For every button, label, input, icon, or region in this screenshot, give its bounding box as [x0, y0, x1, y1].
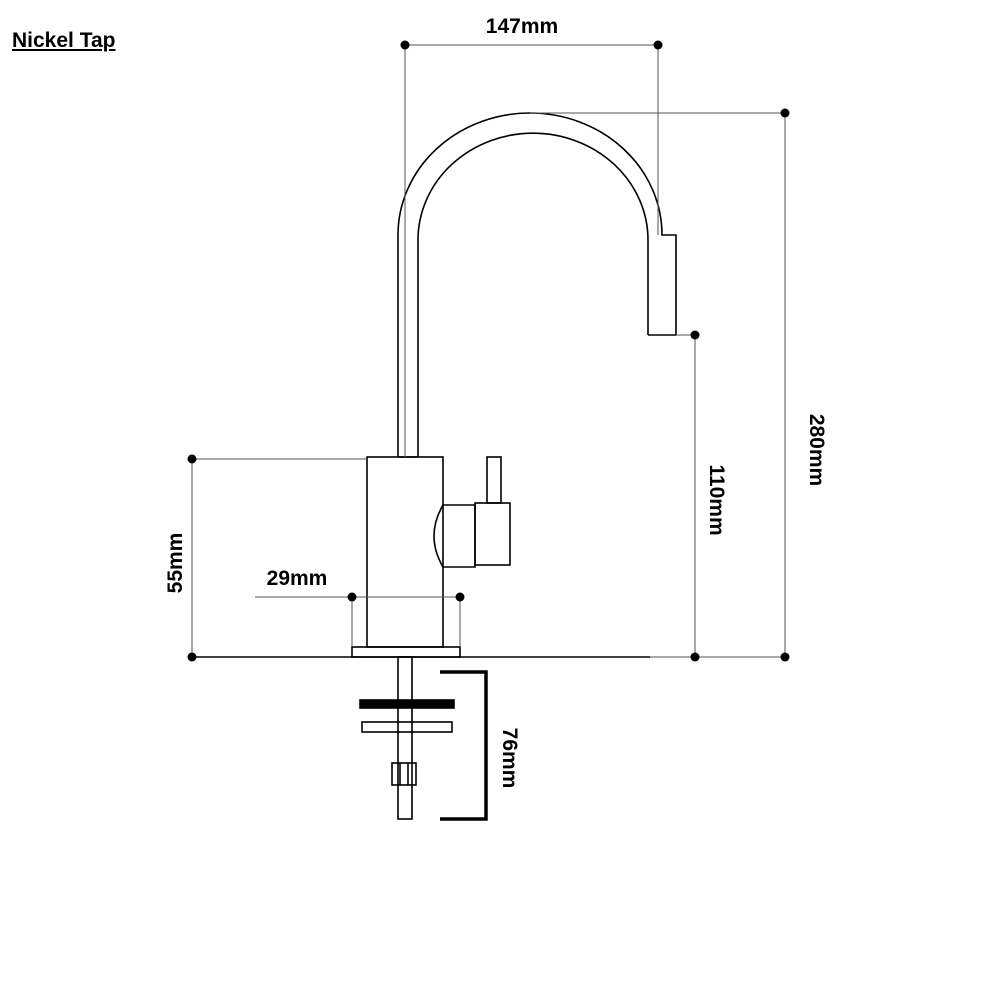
tap-shank [359, 656, 455, 820]
dimension-label-base-diameter: 29mm [267, 567, 328, 590]
dimension-endpoint [780, 652, 790, 662]
dimension-shank-length: 76mm [440, 670, 521, 821]
dimension-endpoint [187, 652, 197, 662]
dimension-endpoint [187, 454, 197, 464]
tap-body [351, 456, 461, 658]
dimension-spout-reach: 147mm [400, 15, 663, 457]
dimension-body-height: 55mm [164, 454, 367, 662]
dimension-endpoint [400, 40, 410, 50]
dimension-endpoint [690, 330, 700, 340]
dimension-spout-height: 110mm [676, 330, 728, 662]
dimension-label-body-height: 55mm [164, 533, 187, 594]
dimension-endpoint [690, 652, 700, 662]
dimension-label-shank-length: 76mm [498, 728, 521, 789]
dimension-endpoint [780, 108, 790, 118]
dimension-label-total-height: 280mm [805, 414, 828, 486]
dimension-label-spout-height: 110mm [705, 464, 728, 535]
tap-handle [433, 456, 511, 568]
diagram-title: Nickel Tap [12, 29, 116, 52]
dimension-label-spout-reach: 147mm [486, 15, 558, 38]
dimension-endpoint [347, 592, 357, 602]
tap-spout [397, 112, 677, 457]
dimension-endpoint [455, 592, 465, 602]
dimension-endpoint [653, 40, 663, 50]
dimension-base-diameter: 29mm [255, 567, 465, 647]
dimension-total-height: 280mm [530, 108, 828, 662]
